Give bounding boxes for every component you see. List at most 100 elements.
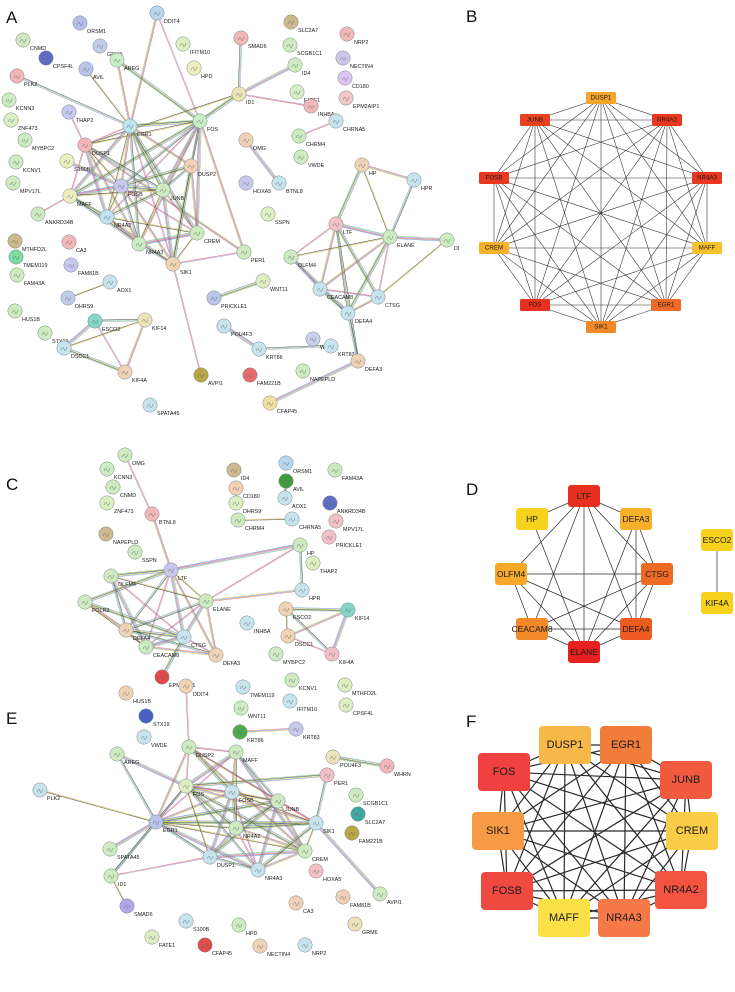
node-hus1b[interactable]: HUS1B [118, 685, 152, 705]
node-orsm1[interactable]: ORSM1 [72, 15, 106, 35]
node-kif14[interactable]: KIF14 [137, 312, 167, 332]
node-mybpc2[interactable]: MYBPC2 [268, 646, 305, 666]
hub-node-egr1[interactable]: EGR1 [651, 299, 681, 311]
node-stx19[interactable]: STX19 [138, 708, 170, 728]
hub-node-fosb[interactable]: FOSB [481, 872, 533, 910]
hub-node-junb[interactable]: JUNB [660, 761, 712, 799]
node-cpsf4l[interactable]: CPSF4L [38, 50, 74, 70]
node-vwde[interactable]: VWDE [293, 149, 325, 169]
node-omg[interactable]: OMG [117, 447, 145, 467]
node-cnmd[interactable]: CNMD [105, 479, 136, 499]
node-tmem119[interactable]: TMEM119 [235, 679, 275, 699]
node-fosb[interactable]: FOSB [113, 178, 143, 198]
hub-node-maff[interactable]: MAFF [538, 899, 590, 937]
node-orsm1[interactable]: ORSM1 [278, 455, 312, 475]
node-esco2[interactable]: ESCO2 [278, 601, 311, 621]
node-nr4a3[interactable]: NR4A3 [131, 236, 164, 256]
node-avpi1[interactable]: AVPI1 [372, 886, 402, 906]
node-dhrs9[interactable]: DHRS9 [60, 290, 93, 310]
hub-node-nr4a3[interactable]: NR4A3 [598, 899, 650, 937]
node-avil[interactable]: AVIL [78, 61, 104, 81]
node-slc2a7[interactable]: SLC2A7 [350, 806, 385, 826]
node-napepld[interactable]: NAPEPLD [295, 363, 335, 383]
node-mybpc2[interactable]: MYBPC2 [17, 132, 54, 152]
node-junb[interactable]: JUNB [155, 182, 185, 202]
node-mpv17l[interactable]: MPV17L [328, 513, 364, 533]
node-defa4[interactable]: DEFA4 [118, 622, 150, 642]
node-aox1[interactable]: AOX1 [277, 490, 307, 510]
node-hpr[interactable]: HPR [294, 582, 321, 602]
node-crem[interactable]: CREM [189, 225, 221, 245]
node-defa3[interactable]: DEFA3 [350, 353, 382, 373]
node-hoxa5[interactable]: HOXA5 [238, 175, 271, 195]
node-scgb1c1[interactable]: SCGB1C1 [348, 787, 388, 807]
node-nr4a3[interactable]: NR4A3 [250, 862, 283, 882]
node-areg[interactable]: AREG [109, 746, 139, 766]
node-ltf[interactable]: LTF [163, 562, 188, 582]
node-fosb[interactable]: FOSB [224, 784, 254, 804]
node-areg[interactable]: AREG [109, 52, 139, 72]
node-maff[interactable]: MAFF [62, 188, 93, 208]
hub-node-nr4a3[interactable]: NR4A3 [692, 172, 722, 184]
node-epm2aip1[interactable]: EPM2AIP1 [338, 90, 380, 110]
node-mpv17l[interactable]: MPV17L [5, 175, 41, 195]
node-plk2[interactable]: PLK2 [9, 68, 37, 88]
node-hus1b[interactable]: HUS1B [7, 303, 41, 323]
node-defa3[interactable]: DEFA3 [208, 647, 240, 667]
node-ceacam8[interactable]: CEACAM8 [312, 281, 353, 301]
node-plk2[interactable]: PLK2 [32, 782, 60, 802]
hub-node-crem[interactable]: CREM [479, 242, 509, 254]
node-olfm4[interactable]: OLFM4 [103, 568, 136, 588]
node-fam221b[interactable]: FAM221B [242, 367, 281, 387]
node-fam221b[interactable]: FAM221B [344, 825, 383, 845]
node-maff[interactable]: MAFF [228, 744, 259, 764]
node-cd180[interactable]: CD180 [228, 480, 260, 500]
node-esco2[interactable]: ESCO2 [87, 313, 120, 333]
node-wnt11[interactable]: WNT11 [233, 700, 266, 720]
node-ddit4[interactable]: DDIT4 [149, 5, 180, 25]
node-smad6[interactable]: SMAD6 [233, 30, 267, 50]
node-cfap45[interactable]: CFAP45 [197, 937, 232, 957]
node-ankrd34b[interactable]: ANKRD34B [30, 206, 74, 226]
node-cnmd[interactable]: CNMD [15, 32, 46, 52]
node-hpr[interactable]: HPR [406, 172, 433, 192]
node-dhrs9[interactable]: DHRS9 [228, 495, 261, 515]
node-fos[interactable]: FOS [192, 113, 219, 133]
hub-node-maff[interactable]: MAFF [692, 242, 722, 254]
node-egr1[interactable]: EGR1 [122, 118, 152, 138]
node-chrna5[interactable]: CHRNA5 [328, 113, 365, 133]
hub-node-nr4a2[interactable]: NR4A2 [655, 871, 707, 909]
node-hp[interactable]: HP [292, 537, 315, 557]
node-thap2[interactable]: THAP2 [61, 104, 94, 124]
node-folr3[interactable]: FOLR3 [77, 594, 110, 614]
hub-node-ltf[interactable]: LTF [568, 485, 600, 507]
node-kcnn3[interactable]: KCNN3 [99, 461, 132, 481]
node-nr4a2[interactable]: NR4A2 [228, 820, 261, 840]
node-hp[interactable]: HP [354, 157, 377, 177]
hub-node-olfm4[interactable]: OLFM4 [495, 563, 527, 585]
node-crem[interactable]: CREM [297, 843, 329, 863]
node-ca3[interactable]: CA3 [288, 895, 314, 915]
node-mthfd2l[interactable]: MTHFD2L [337, 677, 377, 697]
node-di[interactable]: DI [439, 232, 460, 252]
hub-node-sik1[interactable]: SIK1 [472, 812, 524, 850]
hub-node-crem[interactable]: CREM [666, 812, 718, 850]
node-spata45[interactable]: SPATA45 [142, 397, 180, 417]
node-ceacam8[interactable]: CEACAM8 [138, 639, 179, 659]
hub-node-junb[interactable]: JUNB [520, 114, 550, 126]
node-s100b[interactable]: S100B [178, 913, 210, 933]
node-per1[interactable]: PER1 [236, 244, 265, 264]
node-fam81b[interactable]: FAM81B [63, 257, 99, 277]
node-spata45[interactable]: SPATA45 [102, 841, 140, 861]
node-ctsg[interactable]: CTSG [370, 289, 400, 309]
node-vwde[interactable]: VWDE [136, 729, 168, 749]
node-id1[interactable]: ID1 [231, 86, 255, 106]
node-dscc1[interactable]: DSCC1 [56, 340, 89, 360]
hub-node-ctsg[interactable]: CTSG [641, 563, 673, 585]
node-sik1[interactable]: SIK1 [165, 256, 192, 276]
node-fam81b[interactable]: FAM81B [335, 889, 371, 909]
node-smad6[interactable]: SMAD6 [119, 898, 153, 918]
node-sik1[interactable]: SIK1 [308, 815, 335, 835]
node-btnl8[interactable]: BTNL8 [271, 175, 303, 195]
node-nrp2[interactable]: NRP2 [297, 937, 327, 957]
